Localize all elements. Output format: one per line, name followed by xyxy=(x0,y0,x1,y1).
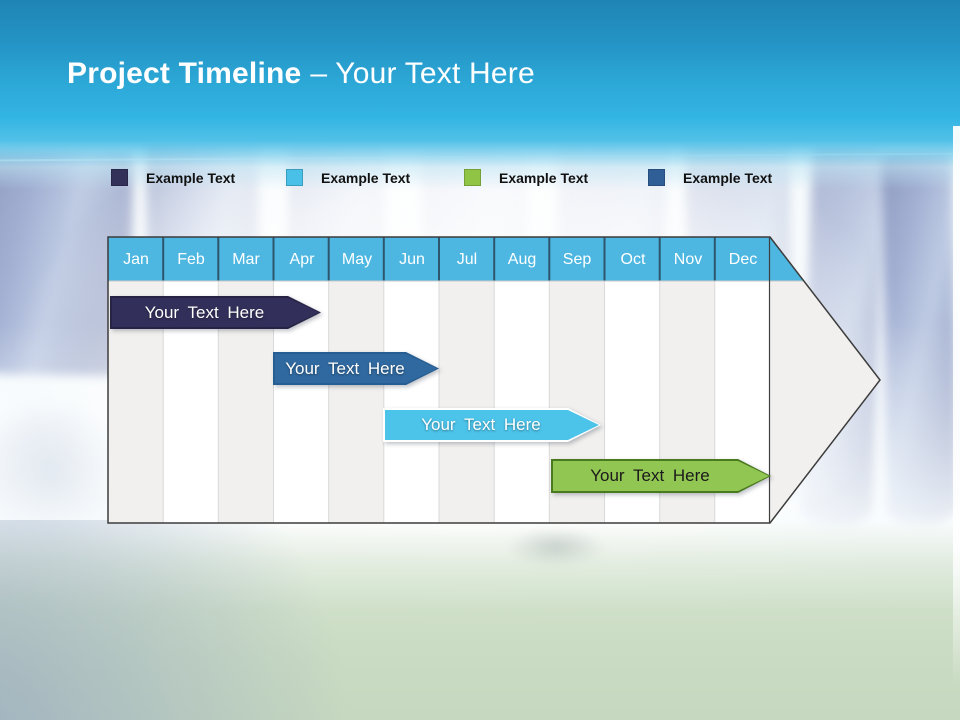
month-cell[interactable]: Dec xyxy=(728,251,758,268)
slide-title[interactable]: Project Timeline– Your Text Here xyxy=(67,57,535,91)
timeline-bar-2[interactable]: Your Text Here xyxy=(273,352,439,385)
bar-border: Your Text Here xyxy=(273,352,439,385)
bar-fill: Your Text Here xyxy=(275,354,437,383)
bar-fill: Your Text Here xyxy=(112,298,319,327)
timeline-bar-3[interactable]: Your Text Here xyxy=(383,408,601,442)
legend-item[interactable]: Example Text xyxy=(286,169,410,186)
legend-swatch xyxy=(286,169,303,186)
legend-label: Example Text xyxy=(146,169,236,186)
legend-swatch xyxy=(111,169,128,186)
bar-border: Your Text Here xyxy=(551,459,771,493)
bar-fill: Your Text Here xyxy=(385,410,599,440)
month-cell[interactable]: Apr xyxy=(289,251,315,268)
title-main-text: Project Timeline xyxy=(67,57,302,90)
month-cell[interactable]: Mar xyxy=(232,251,260,268)
month-cell[interactable]: Sep xyxy=(562,251,592,268)
bar-border: Your Text Here xyxy=(383,408,601,442)
month-cell[interactable]: Aug xyxy=(507,251,537,268)
title-placeholder-text: – Your Text Here xyxy=(310,57,535,90)
bar-fill: Your Text Here xyxy=(553,461,769,491)
month-cell[interactable]: Jul xyxy=(456,251,478,268)
bar-label: Your Text Here xyxy=(285,358,405,378)
legend-item[interactable]: Example Text xyxy=(464,169,588,186)
legend-swatch xyxy=(648,169,665,186)
month-cell[interactable]: Feb xyxy=(177,251,205,268)
legend-item[interactable]: Example Text xyxy=(111,169,235,186)
month-cell[interactable]: May xyxy=(341,251,373,268)
legend-label: Example Text xyxy=(499,169,589,186)
bar-label: Your Text Here xyxy=(590,466,710,485)
month-cell[interactable]: Jun xyxy=(399,251,425,268)
bar-label: Your Text Here xyxy=(421,415,541,434)
legend-swatch xyxy=(464,169,481,186)
timeline-bar-4[interactable]: Your Text Here xyxy=(551,459,771,493)
timeline-bar-1[interactable]: Your Text Here xyxy=(110,296,321,329)
arrow-outline xyxy=(107,236,881,524)
legend-item[interactable]: Example Text xyxy=(648,169,772,186)
legend-label: Example Text xyxy=(321,169,411,186)
bar-border: Your Text Here xyxy=(110,296,321,329)
bar-label: Your Text Here xyxy=(144,302,265,322)
month-cell[interactable]: Oct xyxy=(620,251,646,268)
month-cell[interactable]: Jan xyxy=(123,251,149,268)
legend-label: Example Text xyxy=(683,169,773,186)
month-cell[interactable]: Nov xyxy=(673,251,703,268)
